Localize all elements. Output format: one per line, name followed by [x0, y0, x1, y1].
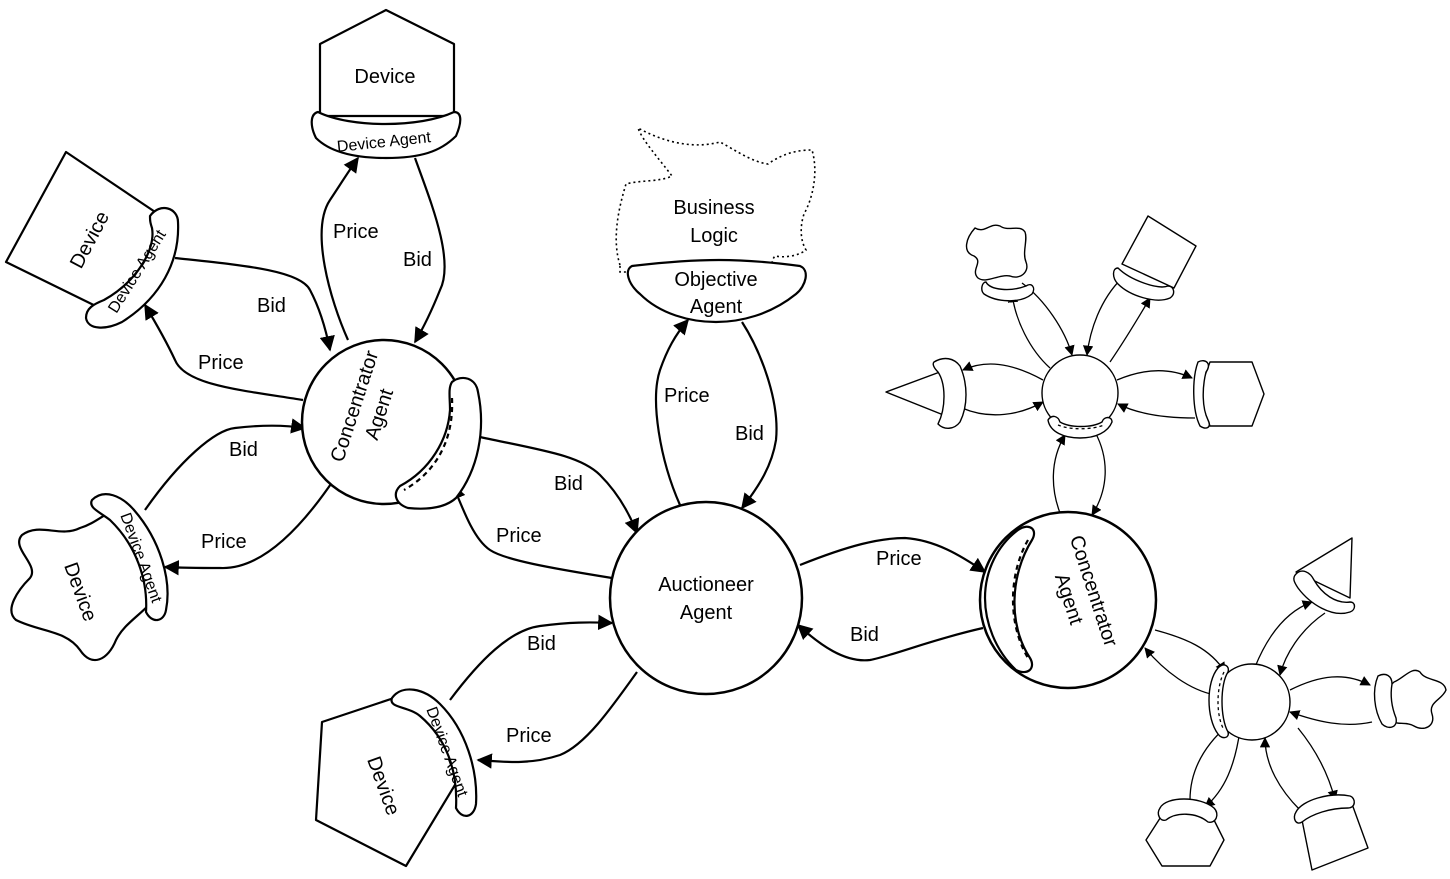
arrow-lower-left-price — [163, 477, 336, 576]
device-top-label: Device — [354, 66, 415, 88]
spoke-u2a — [1109, 297, 1151, 363]
label-conc-right-price: Price — [876, 548, 922, 570]
objective-label-line1: Objective — [674, 269, 757, 291]
business-logic-line2: Logic — [690, 225, 738, 247]
spoke-l1a — [1254, 600, 1313, 668]
concentrator-agent-left: Concentrator Agent — [300, 338, 483, 510]
device-top: Device Device Agent — [310, 8, 462, 160]
arrow-upper-left-price — [144, 303, 304, 402]
label-top-price: Price — [333, 221, 379, 243]
spoke-l1b — [1277, 612, 1326, 677]
spoke-l2b — [1289, 710, 1373, 726]
spoke-u2b — [1082, 277, 1123, 357]
arrow-bottom-bid — [449, 614, 614, 701]
concentrator-agent-right: Concentrator Agent — [978, 510, 1158, 690]
label-conc-left-bid: Bid — [554, 473, 583, 495]
spoke-l3a — [1297, 727, 1338, 802]
spoke-l-conc-a — [1154, 629, 1226, 673]
arrow-top-bid — [413, 157, 446, 344]
spoke-l2a — [1289, 676, 1371, 691]
device-upper-left: Device Device Agent — [4, 150, 180, 329]
spoke-u3a — [1116, 369, 1193, 381]
arrow-conc-right-bid — [796, 623, 984, 662]
arrow-bottom-price — [476, 671, 638, 769]
label-lower-left-bid: Bid — [229, 439, 258, 461]
spoke-l3b — [1259, 736, 1301, 811]
connections — [144, 156, 1373, 811]
arrow-objective-bid — [741, 321, 778, 510]
arrow-conc-left-price — [450, 483, 613, 580]
arrow-cluster-upper-down — [1091, 431, 1106, 516]
business-logic-cloud — [615, 126, 816, 273]
label-objective-bid: Bid — [735, 423, 764, 445]
label-objective-price: Price — [664, 385, 710, 407]
upper-device-star — [965, 224, 1028, 281]
spoke-l-conc-b — [1144, 647, 1216, 696]
arrow-top-price — [320, 156, 359, 341]
auctioneer-label-line1: Auctioneer — [658, 574, 754, 596]
label-top-bid: Bid — [403, 249, 432, 271]
arrow-conc-right-price — [799, 536, 987, 573]
lower-device-triangle — [1295, 537, 1353, 599]
lower-sub-cluster — [1145, 537, 1447, 871]
label-lower-left-price: Price — [201, 531, 247, 553]
objective-agent: Business Logic Objective Agent — [615, 126, 816, 324]
label-conc-right-bid: Bid — [850, 624, 879, 646]
arrow-conc-left-bid — [479, 435, 640, 535]
business-logic-line1: Business — [673, 197, 754, 219]
spoke-l4a — [1204, 729, 1241, 808]
label-bottom-price: Price — [506, 725, 552, 747]
device-bottom: Device Device Agent — [314, 688, 478, 868]
auctioneer-label-line2: Agent — [680, 602, 733, 624]
spoke-u3b — [1117, 403, 1196, 419]
arrow-cluster-upper-up — [1052, 434, 1066, 519]
edge-labels: Price Bid Bid Price Bid Price Bid Price … — [198, 221, 922, 747]
spoke-u4b — [961, 401, 1044, 416]
arrow-objective-price — [654, 318, 690, 506]
label-conc-left-price: Price — [496, 525, 542, 547]
label-upper-left-price: Price — [198, 352, 244, 374]
device-lower-left: Device Device Agent — [10, 493, 169, 662]
upper-sub-cluster — [885, 215, 1265, 439]
auctioneer-agent: Auctioneer Agent — [608, 500, 804, 696]
upper-device-square — [1121, 215, 1197, 289]
spoke-u4a — [962, 361, 1044, 381]
arrow-lower-left-bid — [144, 418, 307, 511]
objective-label-line2: Agent — [690, 296, 743, 318]
label-upper-left-bid: Bid — [257, 295, 286, 317]
arrow-upper-left-bid — [174, 256, 335, 352]
upper-device-hexagon — [1197, 361, 1265, 427]
label-bottom-bid: Bid — [527, 633, 556, 655]
